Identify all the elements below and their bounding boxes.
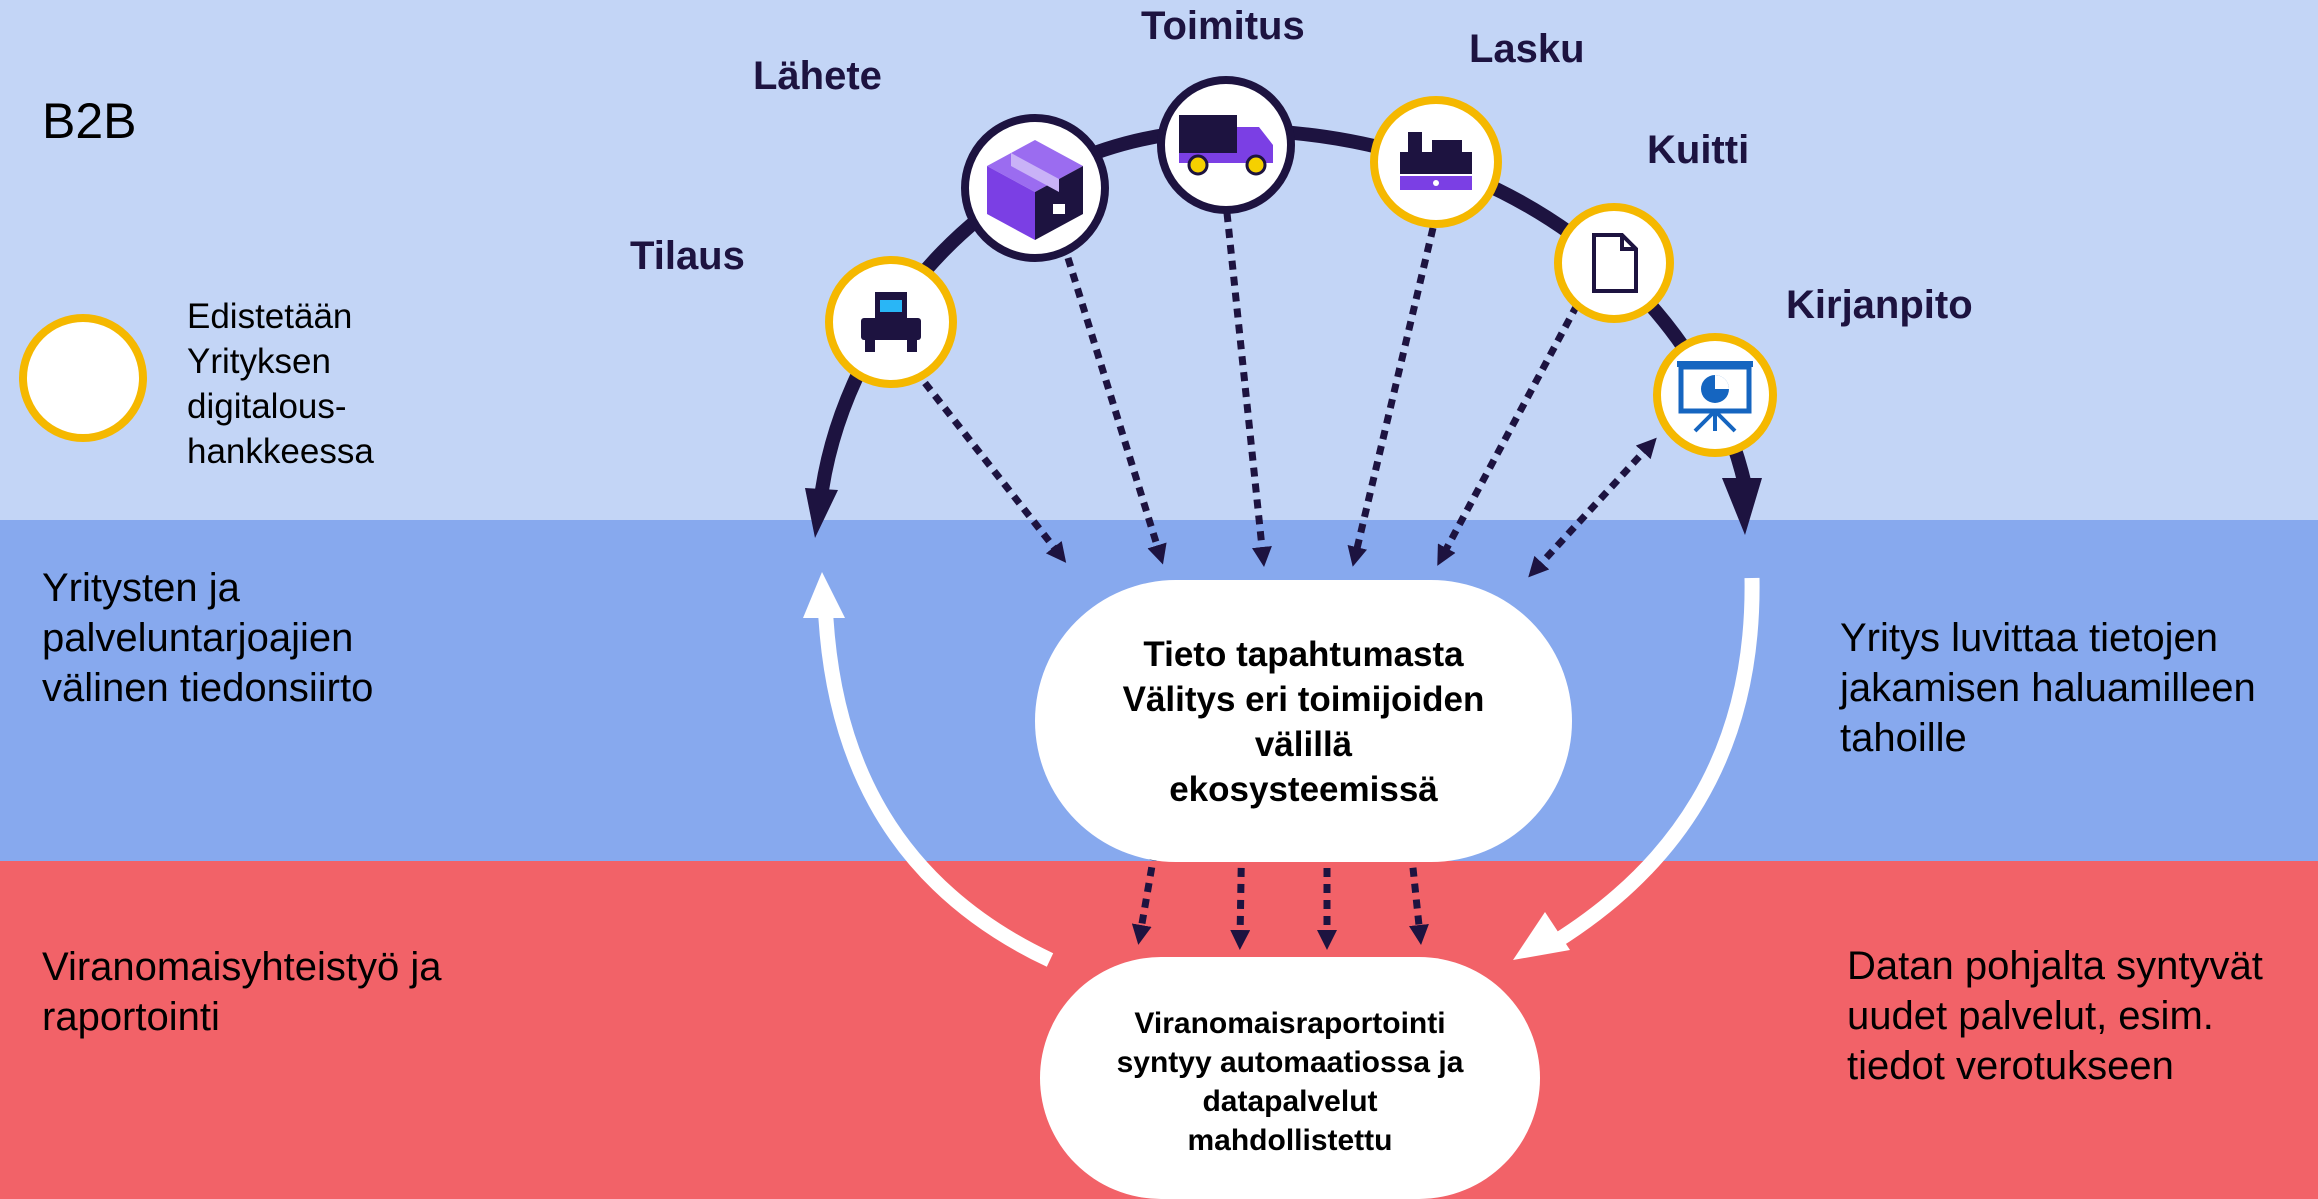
hub-shape: [1035, 580, 1572, 862]
text-line: raportointi: [42, 995, 220, 1039]
printer-icon: [825, 256, 957, 388]
legend-text: Edistetään Yrityksen digitalous- hankkee…: [187, 294, 374, 474]
arc-arrowhead-right: [1722, 478, 1762, 535]
top-band: [0, 0, 2318, 520]
authority-text: Viranomaisraportointi syntyy automaatios…: [1040, 1004, 1540, 1160]
hub-line: Tieto tapahtumasta: [1143, 635, 1464, 674]
right-bottom-text: Datan pohjalta syntyvät uudet palvelut, …: [1847, 941, 2263, 1091]
legend-line: hankkeessa: [187, 432, 374, 471]
left-middle-text: Yritysten ja palveluntarjoajien välinen …: [42, 563, 373, 713]
return-arrowhead-left: [803, 572, 845, 618]
text-line: Yritys luvittaa tietojen: [1840, 616, 2218, 660]
legend-ring-icon: [19, 314, 147, 442]
legend-line: digitalous-: [187, 387, 347, 426]
hub-line: välillä: [1254, 725, 1353, 764]
text-line: uudet palvelut, esim.: [1847, 994, 2214, 1038]
text-line: tiedot verotukseen: [1847, 1044, 2174, 1088]
dotted-arrow-lahete: [1064, 256, 1167, 565]
text-line: tahoille: [1840, 716, 1967, 760]
truck-icon: [1157, 76, 1295, 214]
step-label-toimitus: Toimitus: [1141, 4, 1305, 48]
hub-line: Välitys eri toimijoiden: [1122, 680, 1485, 719]
step-label-lasku: Lasku: [1469, 27, 1585, 71]
legend-line: Yrityksen: [187, 342, 331, 381]
step-label-lahete: Lähete: [753, 54, 882, 98]
package-icon: [961, 114, 1109, 262]
dotted-arrow-toimitus: [1223, 212, 1272, 567]
left-bottom-text: Viranomaisyhteistyö ja raportointi: [42, 942, 441, 1042]
authority-line: Viranomaisraportointi: [1134, 1007, 1446, 1040]
authority-line: syntyy automaatiossa ja: [1116, 1046, 1464, 1079]
page-title: B2B: [42, 93, 137, 149]
dotted-arrow-kuitti: [1437, 303, 1581, 566]
presentation-icon: [1653, 333, 1777, 457]
dotted-arrow-lasku: [1347, 227, 1437, 567]
text-line: palveluntarjoajien: [42, 616, 354, 660]
arc-arrowhead-left: [805, 488, 838, 538]
return-arrowhead-right: [1513, 912, 1570, 960]
document-icon: [1554, 203, 1674, 323]
text-line: jakamisen haluamilleen: [1840, 666, 2256, 710]
dotted-arrow-kirjanpito: [1528, 437, 1657, 578]
step-label-tilaus: Tilaus: [630, 234, 745, 278]
return-arrow-right: [1551, 577, 1760, 949]
text-line: välinen tiedonsiirto: [42, 666, 374, 710]
return-arrow-left: [817, 599, 1054, 967]
cash-register-icon: [1370, 96, 1502, 228]
text-line: Datan pohjalta syntyvät: [1847, 944, 2263, 988]
authority-shape: [1040, 957, 1540, 1199]
authority-line: mahdollistettu: [1187, 1124, 1393, 1157]
hub-line: ekosysteemissä: [1169, 770, 1438, 809]
text-line: Yritysten ja: [42, 566, 240, 610]
hub-text: Tieto tapahtumasta Välitys eri toimijoid…: [1035, 632, 1572, 812]
dotted-arrow-tilaus: [922, 380, 1067, 563]
legend-line: Edistetään: [187, 297, 353, 336]
right-middle-text: Yritys luvittaa tietojen jakamisen halua…: [1840, 613, 2256, 763]
step-label-kuitti: Kuitti: [1647, 128, 1750, 172]
text-line: Viranomaisyhteistyö ja: [42, 945, 442, 989]
authority-line: datapalvelut: [1202, 1085, 1378, 1118]
step-label-kirjanpito: Kirjanpito: [1786, 283, 1973, 327]
